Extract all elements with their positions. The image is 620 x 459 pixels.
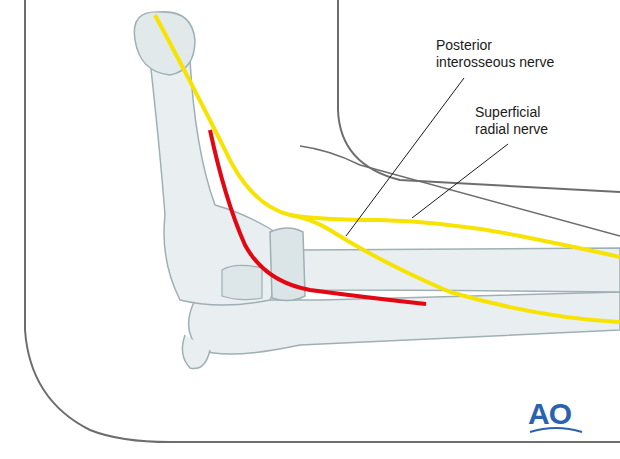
superficial-radial-nerve bbox=[290, 215, 620, 257]
leader-line bbox=[346, 78, 464, 236]
capitulum bbox=[222, 265, 262, 299]
humeral-head bbox=[134, 12, 195, 75]
nerve-label: Superficial radial nerve bbox=[475, 104, 571, 138]
posterior-interosseous-nerve bbox=[155, 15, 620, 322]
leader-line bbox=[412, 144, 508, 218]
olecranon bbox=[182, 335, 210, 369]
nerve-label: Posterior interosseous nerve bbox=[436, 37, 568, 71]
skin-fold bbox=[300, 146, 620, 236]
logo-text: AO bbox=[528, 398, 588, 430]
skin-outline bbox=[338, 0, 620, 192]
skin-outline bbox=[25, 0, 620, 442]
incision-line bbox=[210, 130, 426, 304]
radius-bone bbox=[300, 248, 620, 292]
